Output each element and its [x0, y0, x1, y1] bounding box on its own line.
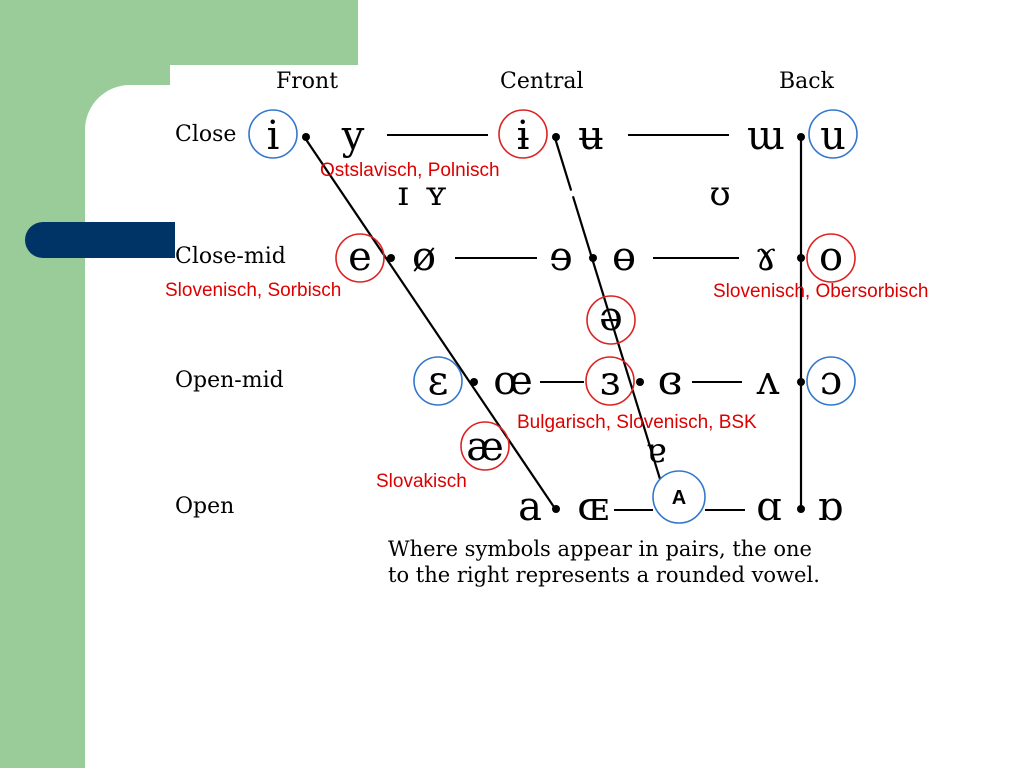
row-label-close: Close: [175, 122, 236, 147]
ring-close-back: [808, 109, 858, 159]
dot-close-mid-back: [797, 254, 805, 262]
vowel-open-mid-back-rounded: ɔ: [820, 358, 842, 404]
vowel-near-close-back-rounded: ʊ: [709, 174, 730, 214]
vowel-open-mid-front-rounded: œ: [493, 358, 533, 404]
annotation-slovakisch: Slovakisch: [376, 471, 467, 492]
annotation-ostslavisch: Ostslavisch, Polnisch: [320, 160, 500, 181]
vowel-open-back-rounded: ɒ: [817, 484, 843, 530]
chart-note-line-2: to the right represents a rounded vowel.: [388, 563, 820, 587]
row-label-close-mid: Close-mid: [175, 244, 286, 269]
vowel-mid-central: ə: [599, 294, 623, 340]
vowel-close-mid-central-unrounded: ɘ: [549, 234, 573, 280]
box-a-circle: [652, 470, 706, 524]
row-label-open-mid: Open-mid: [175, 368, 284, 393]
vowel-open-front-rounded: ɶ: [577, 484, 609, 530]
col-header-central: Central: [500, 69, 584, 94]
annotation-slovenisch-sorbisch: Slovenisch, Sorbisch: [165, 280, 341, 301]
ring-close-front: [248, 109, 298, 159]
dot-close-central: [552, 133, 560, 141]
box-a-label: A: [672, 487, 686, 509]
dot-open-mid-central: [636, 378, 644, 386]
col-header-front: Front: [276, 69, 338, 94]
corner-white-curve: [85, 85, 170, 245]
dot-open-mid-back: [797, 378, 805, 386]
vowel-open-front-unrounded: a: [518, 484, 542, 530]
vowel-close-back-rounded: u: [820, 113, 846, 159]
dot-open-mid-front: [470, 378, 478, 386]
vowel-close-back-unrounded: ɯ: [747, 113, 785, 159]
vowel-open-mid-front-unrounded: ɛ: [428, 358, 449, 404]
ring-mid-central: [586, 295, 636, 345]
front-slope-line: [304, 137, 557, 511]
chart-note-line-1: Where symbols appear in pairs, the one: [388, 537, 812, 561]
vowel-near-close-front-rounded: ʏ: [425, 174, 447, 214]
dot-close-back: [797, 133, 805, 141]
vowel-close-mid-back-rounded: o: [819, 234, 843, 280]
dot-open-front: [552, 505, 560, 513]
ring-open-mid-back: [806, 356, 856, 406]
vowel-close-mid-front-unrounded: e: [348, 234, 372, 280]
ring-near-open-front: [460, 421, 510, 471]
col-header-back: Back: [779, 69, 835, 94]
central-slope-line: [553, 137, 670, 506]
row-label-open: Open: [175, 494, 234, 519]
dot-close-front: [302, 133, 310, 141]
vowel-near-close-front-unrounded: ɪ: [398, 174, 409, 214]
vowel-close-mid-front-rounded: ø: [412, 234, 436, 280]
vowel-near-open-central: ɐ: [646, 431, 666, 471]
annotation-bulgarisch: Bulgarisch, Slovenisch, BSK: [517, 412, 757, 433]
navy-accent-tab: [25, 222, 175, 258]
ring-close-central: [498, 109, 548, 159]
vowel-close-front-rounded: y: [341, 113, 365, 159]
dot-open-back: [797, 505, 805, 513]
vowel-open-mid-central-unrounded: ɜ: [600, 358, 620, 404]
vowel-close-central-unrounded: ɨ: [517, 113, 530, 159]
vowel-near-open-front: æ: [466, 424, 504, 470]
vowel-open-mid-back-unrounded: ʌ: [756, 358, 780, 404]
ring-open-mid-front: [413, 356, 463, 406]
annotation-slovenisch-obersorbisch: Slovenisch, Obersorbisch: [713, 281, 928, 302]
sidebar-green-bar: [0, 0, 85, 768]
vowel-close-central-rounded: ʉ: [578, 113, 604, 159]
vowel-open-mid-central-rounded: ɞ: [658, 358, 683, 404]
vowel-open-back-unrounded: ɑ: [756, 484, 782, 530]
top-green-block: [0, 0, 358, 65]
vowel-close-mid-central-rounded: ɵ: [612, 234, 636, 280]
dot-close-mid-front: [387, 254, 395, 262]
ring-close-mid-back: [806, 233, 856, 283]
dot-close-mid-central: [589, 254, 597, 262]
ring-close-mid-front: [335, 233, 385, 283]
vowel-close-mid-back-unrounded: ɤ: [755, 234, 778, 280]
ring-open-mid-central: [585, 356, 635, 406]
vowel-close-front-unrounded: i: [267, 113, 280, 159]
